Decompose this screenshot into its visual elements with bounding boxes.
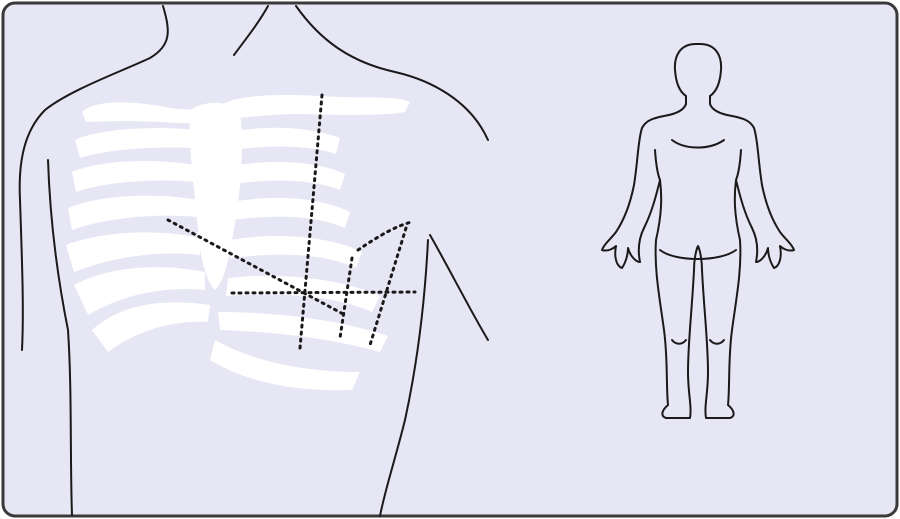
right-rib-3 <box>232 197 350 228</box>
chest-closeup <box>18 5 489 517</box>
left-knee-detail <box>671 339 687 345</box>
ribcage <box>66 95 410 391</box>
right-rib-4 <box>230 236 362 268</box>
neck-left-outline <box>18 5 169 351</box>
left-rib-4 <box>66 232 200 272</box>
neck-right-outline <box>233 5 269 56</box>
right-knee-detail <box>709 339 725 345</box>
left-rib-2 <box>72 160 196 192</box>
sternum <box>189 102 243 290</box>
chest-detail <box>671 139 725 149</box>
pelvis-detail <box>659 249 737 260</box>
guide-line-vertical-1 <box>298 93 324 350</box>
left-rib-5 <box>74 267 205 315</box>
guide-line-vertical-2 <box>338 256 354 340</box>
right-arm-inner-outline <box>429 234 489 341</box>
right-rib-6 <box>218 312 388 352</box>
shoulder-right-outline <box>295 5 489 141</box>
head-outline <box>601 43 795 419</box>
right-rib-2 <box>232 161 345 190</box>
right-clavicle <box>225 95 410 118</box>
left-rib-3 <box>68 195 198 230</box>
torso-right-outline <box>379 239 429 517</box>
full-body-figure <box>601 43 795 419</box>
guide-line-horizontal <box>230 290 417 295</box>
right-rib-1 <box>232 127 340 154</box>
guide-line-vertical-3 <box>368 226 408 347</box>
left-arm-inner-outline <box>47 159 73 516</box>
left-rib-1 <box>75 128 195 158</box>
costal-margin <box>210 340 360 391</box>
right-arm-detail <box>735 149 742 181</box>
guide-lines <box>166 93 417 350</box>
guide-line-armpit-curve <box>356 220 414 252</box>
guide-line-diagonal <box>166 218 347 317</box>
left-rib-6 <box>92 302 210 352</box>
left-arm-detail <box>654 149 661 181</box>
